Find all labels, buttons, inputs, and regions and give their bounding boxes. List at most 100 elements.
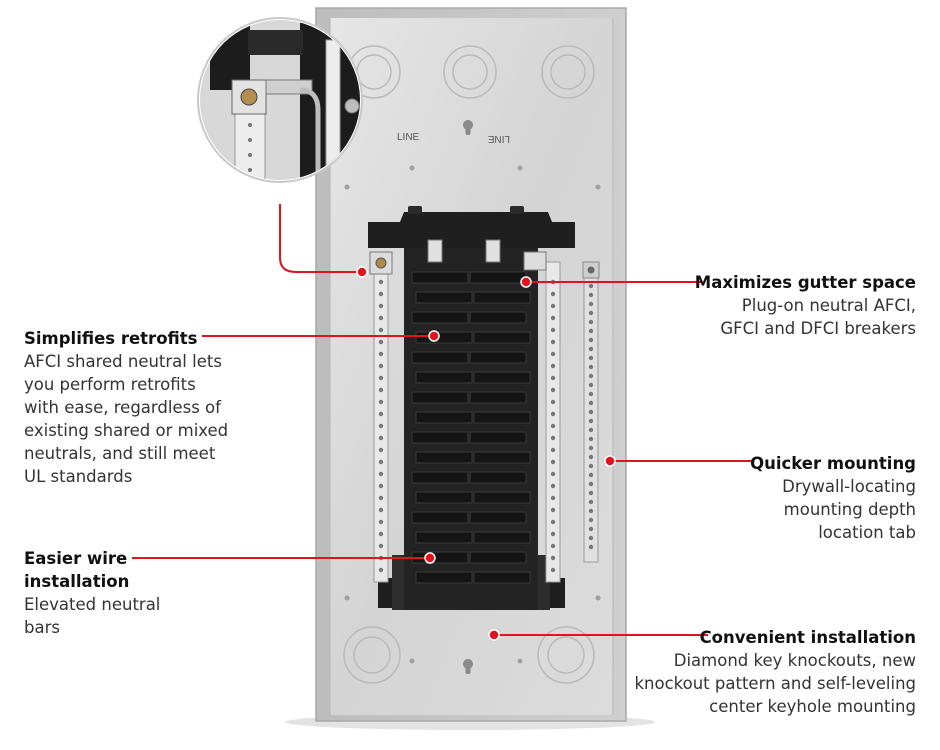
screw-hole (550, 327, 556, 333)
screw-hole (550, 387, 556, 393)
screw-hole (550, 519, 556, 525)
screw-hole (588, 526, 594, 532)
breaker-stab (411, 511, 469, 524)
callout-title: Simplifies retrofits (24, 329, 198, 348)
ground-bar (582, 261, 600, 563)
screw-hole (550, 411, 556, 417)
breaker-stab (415, 411, 473, 424)
screw-hole (588, 499, 594, 505)
screw-hole (588, 418, 594, 424)
callout-simplifies-retrofits: Simplifies retrofits AFCI shared neutral… (24, 327, 264, 488)
screw-hole (378, 459, 384, 465)
screw-hole (588, 301, 594, 307)
screw-hole (378, 327, 384, 333)
screw-hole (550, 555, 556, 561)
screw-hole (378, 435, 384, 441)
breaker-stab (415, 571, 473, 584)
screw-hole (588, 454, 594, 460)
screw-hole (378, 279, 384, 285)
screw-hole (550, 435, 556, 441)
callout-convenient-installation: Convenient installation Diamond key knoc… (596, 626, 916, 718)
screw-hole (550, 423, 556, 429)
breaker-stab (411, 271, 469, 284)
breaker-stab (469, 511, 527, 524)
breaker-stab (473, 291, 531, 304)
screw-hole (588, 391, 594, 397)
breaker-stab (469, 271, 527, 284)
breaker-stab (473, 571, 531, 584)
screw-hole (378, 303, 384, 309)
screw-hole (378, 411, 384, 417)
callout-easier-wire-installation: Easier wire installation Elevated neutra… (24, 547, 224, 639)
breaker-stab (415, 331, 473, 344)
screw-hole (378, 483, 384, 489)
screw-hole (588, 310, 594, 316)
screw-hole (550, 459, 556, 465)
screw-hole (588, 355, 594, 361)
neutral-lugs (369, 239, 547, 275)
screw-hole (588, 382, 594, 388)
breaker-stab (411, 431, 469, 444)
screw-hole (550, 375, 556, 381)
screw-hole (378, 363, 384, 369)
screw-hole (378, 507, 384, 513)
screw-hole (550, 531, 556, 537)
screw-hole (550, 507, 556, 513)
interior-chassis (368, 206, 575, 610)
keyhole-icon (463, 120, 473, 674)
screw-hole (588, 508, 594, 514)
screw-hole (588, 373, 594, 379)
screw-hole (588, 517, 594, 523)
breaker-stab (469, 351, 527, 364)
screw-hole (588, 427, 594, 433)
breaker-stab (473, 531, 531, 544)
screw-hole (588, 319, 594, 325)
callout-markers (356, 266, 616, 641)
screw-hole (550, 495, 556, 501)
screw-hole (378, 315, 384, 321)
screw-hole (550, 399, 556, 405)
screw-hole (378, 471, 384, 477)
screw-hole (588, 544, 594, 550)
callout-title: Quicker mounting (750, 454, 916, 473)
breaker-stabs (411, 271, 531, 584)
breaker-stab (411, 471, 469, 484)
breaker-stab (415, 451, 473, 464)
callout-description: AFCI shared neutral lets you perform ret… (24, 352, 229, 486)
callout-description: Plug-on neutral AFCI, GFCI and DFCI brea… (720, 296, 916, 338)
breaker-stab (473, 371, 531, 384)
screw-hole (378, 351, 384, 357)
screw-hole (588, 346, 594, 352)
breaker-stab (411, 311, 469, 324)
leader-lines (132, 204, 752, 636)
breaker-stab (415, 371, 473, 384)
breaker-stab (469, 391, 527, 404)
breaker-stab (473, 411, 531, 424)
breaker-stab (473, 451, 531, 464)
screw-hole (550, 483, 556, 489)
callout-description: Drywall-locating mounting depth location… (782, 477, 916, 542)
breaker-stab (473, 491, 531, 504)
screw-hole (378, 375, 384, 381)
screw-hole (378, 531, 384, 537)
callout-quicker-mounting: Quicker mounting Drywall-locating mounti… (696, 452, 916, 544)
screw-hole (588, 535, 594, 541)
screw-hole (588, 463, 594, 469)
screw-hole (378, 495, 384, 501)
callout-maximizes-gutter-space: Maximizes gutter space Plug-on neutral A… (616, 271, 916, 340)
neutral-bar-left (373, 261, 389, 583)
screw-hole (378, 339, 384, 345)
breaker-stab (469, 551, 527, 564)
screw-hole (588, 409, 594, 415)
screw-hole (378, 399, 384, 405)
callout-title: Maximizes gutter space (694, 273, 916, 292)
screw-hole (550, 315, 556, 321)
neutral-bar-right (545, 261, 561, 583)
screw-hole (588, 445, 594, 451)
screw-hole (550, 363, 556, 369)
screw-hole (588, 436, 594, 442)
breaker-stab (469, 431, 527, 444)
breaker-stab (411, 351, 469, 364)
screw-hole (378, 567, 384, 573)
screw-hole (378, 387, 384, 393)
